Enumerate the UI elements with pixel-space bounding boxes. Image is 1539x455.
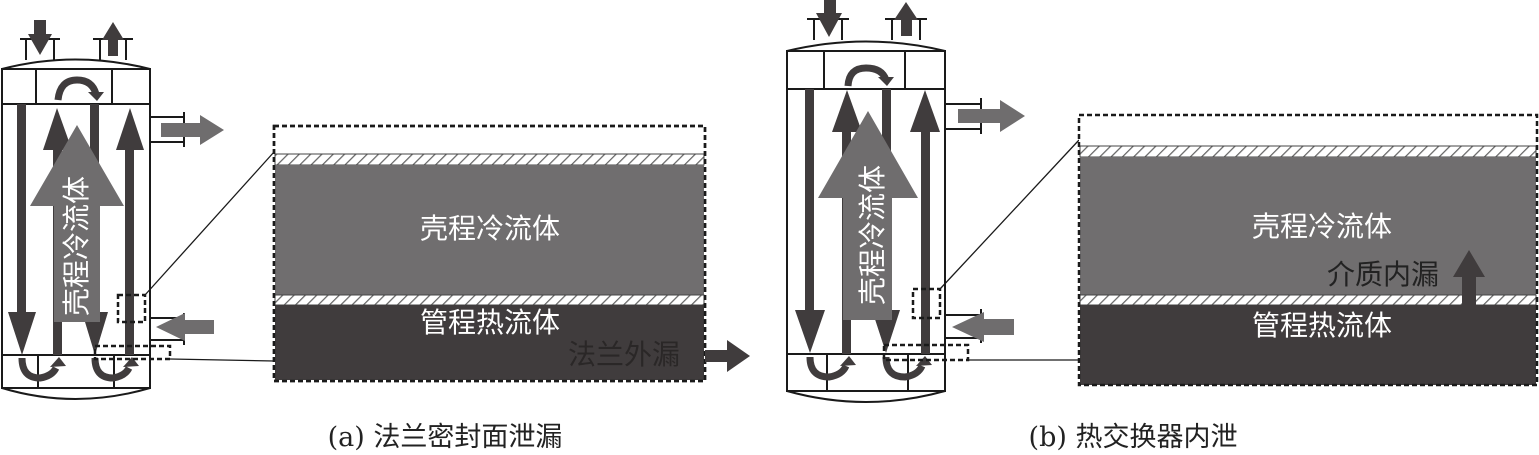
shell-fluid-label-a: 壳程冷流体 (420, 212, 560, 245)
tube-down-arrow (872, 310, 900, 353)
tube-wall-top (1079, 145, 1537, 158)
tube-down-arrow (8, 312, 36, 355)
tube-up-arrow (43, 108, 72, 150)
shell-body (786, 50, 946, 392)
tube-inlet-arrow (28, 20, 52, 55)
tube-up-arrow (910, 90, 940, 132)
shell-outlet-arrow (958, 100, 1025, 132)
bottom-head (1, 387, 151, 400)
shell-flow-arrow (818, 111, 918, 320)
tube-up-arrow (832, 90, 862, 132)
tube-up-arrow (116, 108, 144, 150)
u-turn-arrow (806, 356, 850, 381)
tube-down-arrow (795, 310, 825, 353)
leak-label-b: 介质内漏 (1327, 258, 1439, 291)
u-turn-arrow (54, 76, 100, 101)
zoom-callout-b (882, 139, 1080, 362)
u-turn-arrow (91, 357, 133, 382)
detail-view-a: 壳程冷流体 管程热流体 法兰外漏 (272, 124, 750, 383)
tube-inlet-arrow (816, 0, 842, 37)
u-turn-arrow (882, 356, 926, 381)
tube-wall-bottom (274, 294, 705, 306)
leak-label-a: 法兰外漏 (568, 338, 680, 371)
tube-fluid-label-b: 管程热流体 (1252, 309, 1392, 342)
tube-fluid-label-a: 管程热流体 (420, 306, 560, 339)
bottom-head (786, 390, 946, 403)
shell-inlet-arrow (156, 313, 214, 341)
flow-arrows-a (8, 20, 224, 382)
panel-a: 壳程冷流体 壳程冷流体 管程热流体 法兰外漏 (a) 法兰密封面泄漏 (1, 20, 750, 453)
zoom-callout-a (93, 151, 275, 362)
shell-fluid-label-b: 壳程冷流体 (1252, 210, 1392, 243)
tube-down-arrow (82, 312, 108, 355)
exchanger-b-label: 壳程冷流体 (856, 165, 889, 305)
top-head (1, 58, 151, 70)
tube-fluid-region (275, 305, 704, 380)
panel-b: 壳程冷流体 壳程冷流体 管程热流体 介质内漏 (b) 热交换器内泄 (786, 0, 1539, 453)
exchanger-a-label: 壳程冷流体 (60, 176, 93, 316)
flow-arrows-b (795, 0, 1025, 381)
caption-b: (b) 热交换器内泄 (1029, 422, 1238, 453)
internal-leak-arrow (1453, 250, 1485, 317)
shell-inlet-arrow (952, 312, 1014, 342)
heat-exchanger-b (786, 18, 982, 403)
heat-exchanger-a (1, 38, 185, 400)
u-turn-arrow (18, 357, 60, 382)
tube-fluid-region (1080, 305, 1536, 385)
tube-outlet-arrow (102, 22, 124, 56)
tube-wall-top (274, 153, 705, 166)
detail-view-b: 壳程冷流体 管程热流体 介质内漏 (1077, 113, 1539, 387)
shell-fluid-region (275, 165, 704, 295)
u-turn-arrow (844, 64, 890, 87)
shell-flow-arrow (30, 125, 124, 322)
external-leak-arrow (705, 340, 750, 372)
shell-body (1, 68, 151, 389)
shell-outlet-arrow (161, 115, 224, 145)
caption-a: (a) 法兰密封面泄漏 (328, 422, 563, 453)
tube-outlet-arrow (894, 2, 918, 36)
top-head (786, 40, 946, 52)
